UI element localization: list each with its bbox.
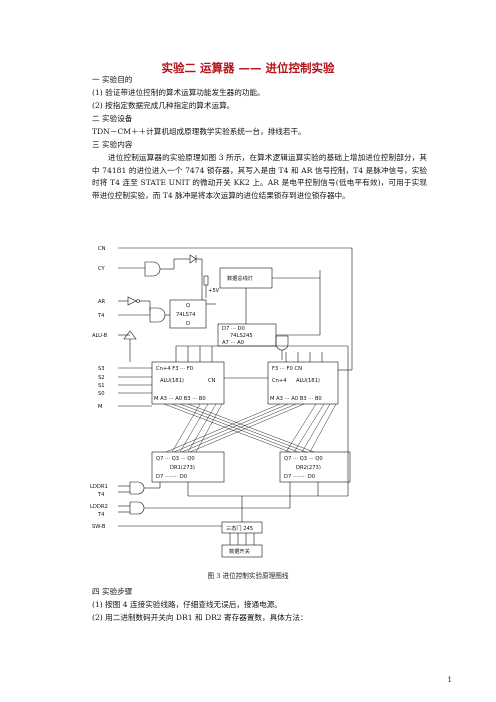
alu1-cn: CN: [208, 378, 216, 384]
latch-d: D: [186, 321, 190, 327]
figure-caption: 图 3 进位控制实验原理图线: [207, 572, 289, 580]
signal-t4-3: T4: [97, 512, 105, 518]
alu1-name: ALU(181): [160, 378, 184, 384]
tristate-label: 三态门 245: [226, 524, 253, 532]
signal-cn: CN: [98, 246, 106, 252]
alu2-cn4: Cn+4: [272, 378, 287, 384]
alu1-top: Cn+4 F3 ··· F0: [156, 366, 193, 372]
signal-alu-b: ALU-B: [92, 333, 108, 339]
signal-ar: AR: [98, 299, 106, 305]
section-heading-3: 三 实验内容: [92, 140, 133, 149]
data-switch-label: 数据开关: [229, 547, 250, 555]
dr2-top: Q7 ··· Q3 ··· Q0: [284, 456, 323, 462]
circuit-diagram: CN CY AR T4 ALU-B S3 S2 S1 S0 M LDDR1 T4…: [90, 246, 353, 558]
equipment-line: TDN－CM＋＋计算机组成原理教学实验系统一台，排线若干。: [92, 127, 306, 136]
signal-t4: T4: [97, 313, 105, 319]
alu2-name: ALU(181): [296, 378, 320, 384]
section-heading-1: 一 实验目的: [92, 75, 133, 84]
buffer-bottom: A7 ··· A0: [222, 340, 244, 346]
step-2: (2) 用二进制数码开关向 DR1 和 DR2 寄存器置数，具体方法：: [92, 613, 308, 622]
dr2-name: DR2(273): [296, 465, 321, 471]
signal-lddr1: LDDR1: [90, 484, 108, 490]
signal-m: M: [98, 404, 102, 410]
section-heading-2: 二 实验设备: [92, 114, 133, 123]
buffer-top: D7 ··· D0: [222, 326, 245, 332]
signal-s1: S1: [98, 383, 105, 389]
dr1-top: Q7 ··· Q3 ··· Q0: [156, 456, 195, 462]
alu1-bottom: M A3 ··· A0 B3 ··· B0: [154, 396, 206, 402]
signal-s0: S0: [98, 391, 105, 397]
signal-s2: S2: [98, 375, 105, 381]
latch-q: Q: [186, 303, 190, 309]
dr1-bottom: D7 ········ D0: [156, 474, 187, 480]
section-heading-4: 四 实验步骤: [92, 587, 133, 596]
objective-1: (1) 验证带进位控制的算术运算功能发生器的功能。: [92, 88, 265, 97]
objective-2: (2) 按指定数据完成几种指定的算术运算。: [92, 101, 235, 110]
step-1: (1) 按图 4 连接实验线路，仔细查线无误后，接通电源。: [92, 600, 282, 609]
signal-t4-2: T4: [97, 492, 105, 498]
dr2-bottom: D7 ········ D0: [284, 474, 315, 480]
signal-sw-b: SW-B: [92, 524, 106, 530]
display-label: 数据总线灯: [227, 274, 253, 282]
content-paragraph: 进位控制运算器的实验原理如图 3 所示，在算术逻辑运算实验的基础上增加进位控制部…: [92, 153, 427, 200]
vcc-label: +5V: [208, 288, 220, 294]
signal-lddr2: LDDR2: [90, 504, 108, 510]
buffer-name: 74LS245: [230, 333, 253, 339]
page-title: 实验二 运算器 —— 进位控制实验: [161, 61, 335, 75]
alu2-bottom: M A3 ··· A0 B3 ··· B0: [270, 396, 322, 402]
signal-s3: S3: [98, 366, 105, 372]
dr1-name: DR1(273): [170, 465, 195, 471]
latch-name: 74LS74: [176, 312, 196, 318]
signal-cy: CY: [98, 266, 106, 272]
page-number: 1: [447, 676, 452, 684]
alu2-top: F3 ··· F0 CN: [272, 366, 302, 372]
